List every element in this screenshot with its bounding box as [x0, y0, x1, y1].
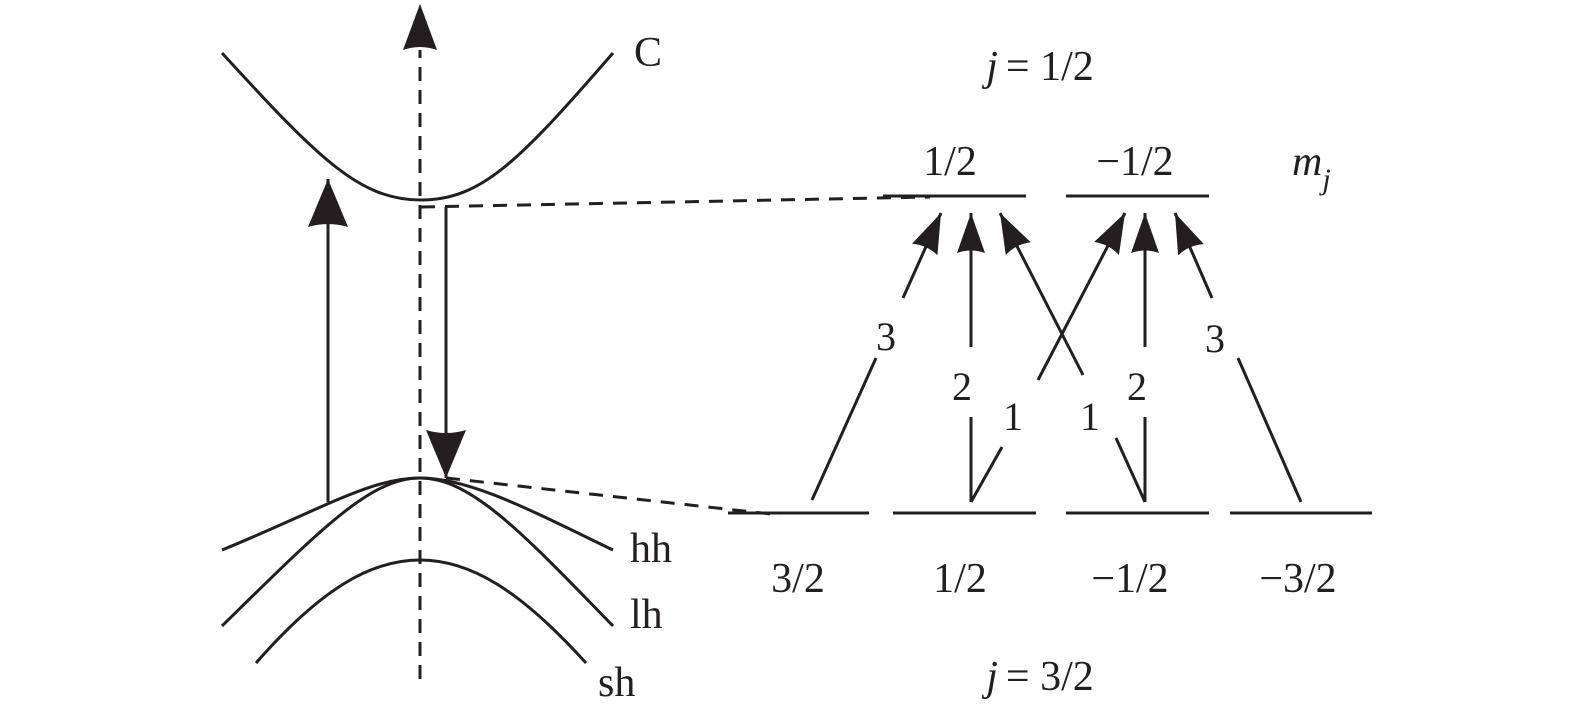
light-hole-label: lh [630, 592, 663, 638]
split-off-label: sh [598, 660, 635, 706]
transition-minus-1-2-to-minus-1-2: 2 [1127, 213, 1159, 502]
upper-level-2-label: −1/2 [1096, 139, 1173, 185]
transition-1-2-to-1-2: 2 [952, 213, 985, 502]
transition-3-2-to-1-2: 3 [810, 212, 943, 501]
lower-level-2-label: 1/2 [933, 556, 987, 602]
j-symbol: j [981, 654, 998, 700]
conduction-band-label: C [634, 30, 662, 76]
mj-symbol: m [1292, 139, 1322, 185]
transition-minus-1-2-to-1-2: 1 [998, 212, 1147, 503]
transition-strength: 3 [876, 314, 896, 359]
light-hole-band-curve [220, 476, 615, 628]
lower-level-3-label: −1/2 [1091, 556, 1168, 602]
valence-to-lower-level-dashed-line [445, 476, 781, 517]
conduction-to-upper-level-dashed-line [420, 195, 931, 209]
mj-label: mj [1292, 139, 1331, 196]
transition-minus-3-2-to-minus-1-2: 3 [1173, 212, 1303, 503]
j-symbol: j [981, 44, 998, 90]
mj-subscript: j [1318, 163, 1330, 196]
transition-strength: 1 [1003, 394, 1023, 439]
lower-j-label: j= 3/2 [981, 654, 1094, 700]
upper-level-1-label: 1/2 [923, 139, 977, 185]
j-value: = 1/2 [1006, 44, 1094, 90]
conduction-band-curve [220, 51, 615, 202]
heavy-hole-label: hh [630, 526, 672, 572]
split-off-band-curve [254, 558, 588, 665]
transition-strength: 1 [1080, 394, 1100, 439]
lower-level-1-label: 3/2 [771, 556, 825, 602]
transition-1-2-to-minus-1-2: 1 [969, 212, 1127, 503]
lower-level-4-label: −3/2 [1259, 556, 1336, 602]
k-axis-arrow-icon [403, 4, 437, 50]
transition-strength: 2 [1127, 364, 1147, 409]
j-value: = 3/2 [1006, 654, 1094, 700]
transition-strength: 2 [952, 364, 972, 409]
upper-j-label: j= 1/2 [981, 44, 1094, 90]
transition-strength: 3 [1205, 316, 1225, 361]
